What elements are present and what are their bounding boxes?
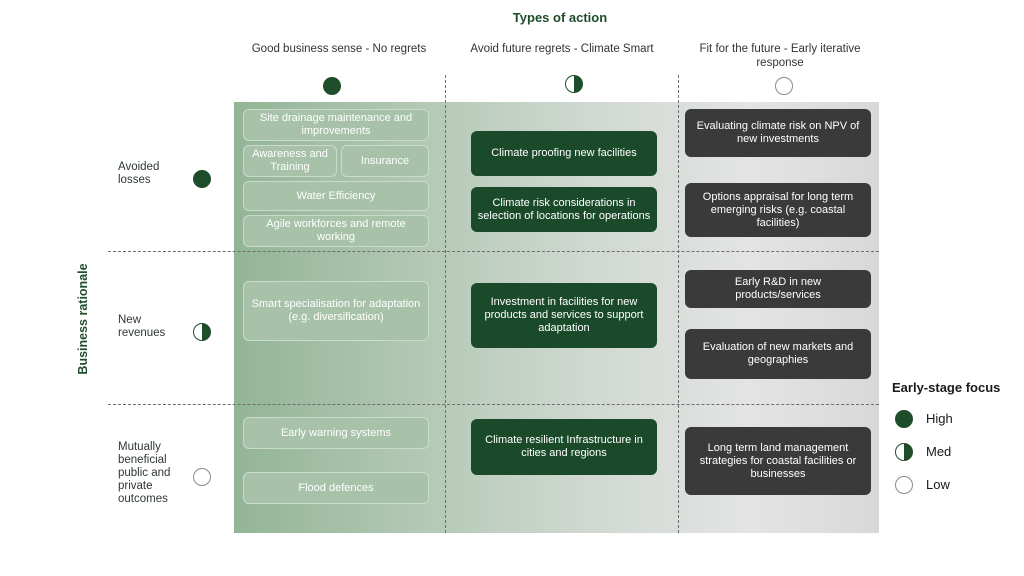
cell-climate-risk-locations: Climate risk considerations in selection… <box>471 187 657 232</box>
row-label-new-revenues: New revenues <box>118 314 166 339</box>
column-divider <box>678 75 679 533</box>
row-label-mutual-outcomes: Mutually beneficial public and private o… <box>118 441 171 505</box>
cell-agile-workforces: Agile workforces and remote working <box>243 215 429 247</box>
cell-site-drainage: Site drainage maintenance and improvemen… <box>243 109 429 141</box>
legend-med-icon <box>895 443 913 461</box>
cell-water-efficiency: Water Efficiency <box>243 181 429 211</box>
column-header-early-iterative: Fit for the future - Early iterative res… <box>699 43 861 69</box>
column-low-indicator-icon <box>775 77 793 95</box>
cell-npv-climate-risk: Evaluating climate risk on NPV of new in… <box>685 109 871 157</box>
cell-new-markets: Evaluation of new markets and geographie… <box>685 329 871 379</box>
cell-land-management: Long term land management strategies for… <box>685 427 871 495</box>
cell-investment-facilities: Investment in facilities for new product… <box>471 283 657 348</box>
row-divider <box>108 251 879 252</box>
cell-options-appraisal: Options appraisal for long term emerging… <box>685 183 871 237</box>
cell-awareness-training: Awareness and Training <box>243 145 337 177</box>
cell-early-rd: Early R&D in new products/services <box>685 270 871 308</box>
legend-low-label: Low <box>926 477 950 492</box>
legend-low-icon <box>895 476 913 494</box>
legend-med-label: Med <box>926 444 952 459</box>
column-header-climate-smart: Avoid future regrets - Climate Smart <box>470 43 654 55</box>
column-med-indicator-icon <box>565 75 583 93</box>
cell-resilient-infrastructure: Climate resilient Infrastructure in citi… <box>471 419 657 475</box>
cell-early-warning: Early warning systems <box>243 417 429 449</box>
column-divider <box>445 75 446 533</box>
business-rationale-label: Business rationale <box>76 263 90 375</box>
row-divider <box>108 404 879 405</box>
row-label-avoided-losses: Avoided losses <box>118 161 160 186</box>
legend-high-label: High <box>926 411 953 426</box>
row-high-indicator-icon <box>193 170 211 188</box>
cell-insurance: Insurance <box>341 145 429 177</box>
column-high-indicator-icon <box>323 77 341 95</box>
legend-high-icon <box>895 410 913 428</box>
cell-smart-specialisation: Smart specialisation for adaptation (e.g… <box>243 281 429 341</box>
column-header-no-regrets: Good business sense - No regrets <box>251 43 427 55</box>
legend-title: Early-stage focus <box>892 380 1001 395</box>
row-med-indicator-icon <box>193 323 211 341</box>
cell-flood-defences: Flood defences <box>243 472 429 504</box>
cell-climate-proofing: Climate proofing new facilities <box>471 131 657 176</box>
diagram-title: Types of action <box>512 10 608 25</box>
row-low-indicator-icon <box>193 468 211 486</box>
